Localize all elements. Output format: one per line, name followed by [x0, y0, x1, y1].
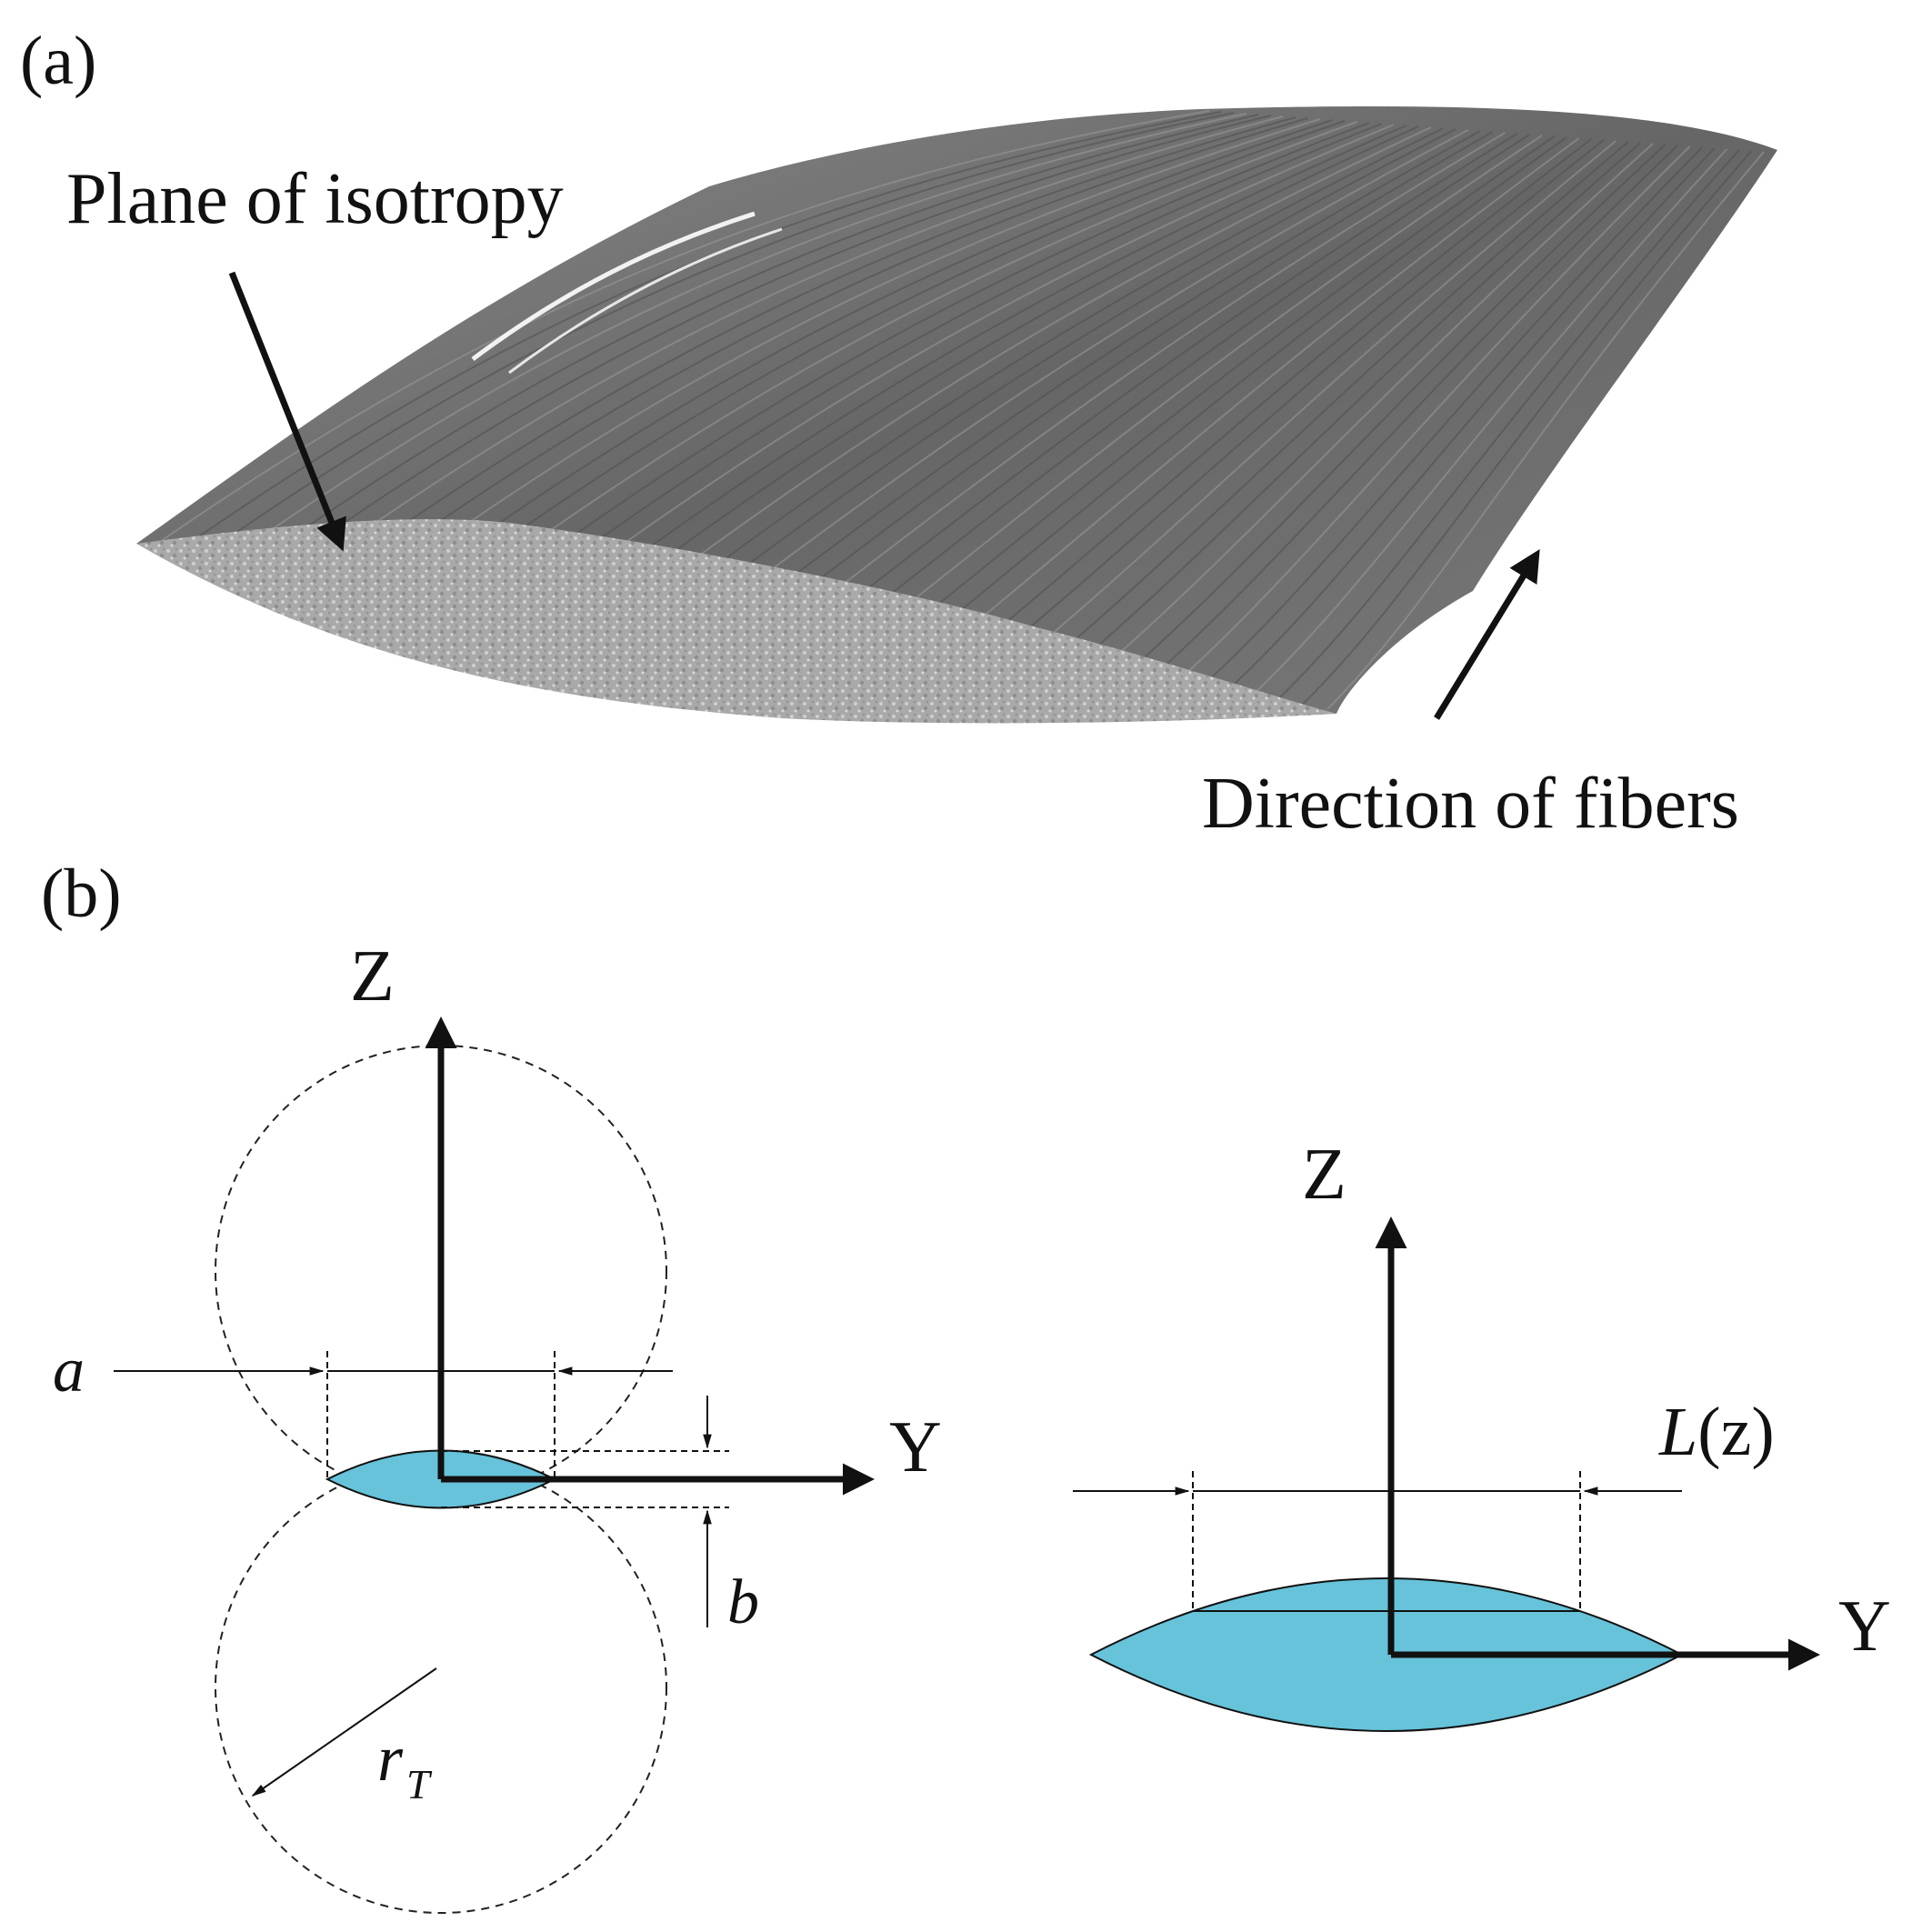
fiber-streak: [779, 132, 1506, 634]
fiber-streak: [1118, 144, 1667, 681]
cut-face: [136, 519, 1336, 724]
fiber-streak: [284, 115, 1272, 565]
fiber-streak: [440, 120, 1346, 586]
fiber-gap: [471, 211, 756, 362]
fiber-streak: [362, 117, 1308, 576]
fiber-streak: [596, 125, 1419, 608]
fiber-streak: [180, 111, 1222, 550]
left-z-axis-label: Z: [350, 936, 395, 1016]
fiber-streak: [753, 131, 1494, 630]
fiber-streak: [623, 126, 1432, 612]
fiber-streak: [1066, 142, 1642, 674]
left-schematic: a b rT Z Y: [53, 936, 942, 1914]
fiber-streak: [545, 124, 1395, 601]
fiber-streak: [1196, 146, 1703, 692]
b-label: b: [727, 1567, 759, 1637]
panel-b: (b) a b rT Z: [41, 856, 1891, 1914]
fiber-streak: [258, 114, 1259, 561]
fiber-streak: [884, 135, 1556, 648]
fiber-streak: [857, 135, 1543, 645]
fiber-streak: [466, 121, 1358, 590]
fiber-streak: [493, 122, 1370, 594]
fiber-streak: [649, 127, 1445, 616]
fiber-streak: [154, 110, 1210, 546]
panel-a: (a) Plane of isotropy Direction of fiber…: [20, 23, 1777, 844]
fiber-streak: [1040, 141, 1629, 670]
fiber-streak: [232, 113, 1246, 557]
fiber-streak: [1326, 151, 1765, 710]
r-radius-line: [251, 1667, 437, 1797]
fiber-streak: [1170, 145, 1691, 688]
fiber-gap: [508, 227, 783, 375]
fiber-streak: [1144, 145, 1678, 685]
fiber-streak: [415, 119, 1333, 583]
fiber-streak: [936, 137, 1580, 656]
fiber-streak: [1014, 140, 1617, 666]
direction-of-fibers-label: Direction of fibers: [1202, 764, 1739, 844]
left-y-axis-label: Y: [889, 1407, 942, 1487]
fiber-streak: [806, 133, 1518, 637]
lower-circle: [215, 1461, 667, 1914]
fiber-streak: [831, 134, 1530, 641]
fiber-streak: [1248, 148, 1728, 699]
fiber-streak: [571, 125, 1407, 605]
r-label: rT: [377, 1722, 433, 1807]
right-z-axis-label: Z: [1302, 1135, 1346, 1215]
fiber-streak: [909, 136, 1567, 652]
panel-a-label: (a): [20, 23, 96, 99]
direction-arrow: [1434, 549, 1540, 720]
plane-of-isotropy-label: Plane of isotropy: [66, 159, 564, 239]
l-label: L(z): [1658, 1394, 1775, 1470]
fiber-streak: [205, 112, 1235, 554]
plane-arrow: [228, 271, 346, 552]
panel-b-label: (b): [41, 856, 122, 932]
fiber-streak: [727, 130, 1481, 626]
right-schematic: L(z) Z Y: [1073, 1135, 1891, 1732]
fiber-streak: [1222, 147, 1716, 696]
fiber-streak: [1274, 149, 1740, 703]
fiber-streak: [336, 116, 1296, 572]
fiber-streak: [310, 115, 1284, 568]
fiber-streak: [518, 123, 1383, 597]
fiber-streak: [675, 128, 1457, 619]
fiber-streak: [962, 138, 1592, 659]
a-label: a: [53, 1336, 85, 1406]
fiber-streak: [388, 118, 1321, 579]
fiber-streak: [987, 139, 1605, 663]
fiber-streak: [1300, 150, 1753, 706]
fiber-streak: [1092, 143, 1654, 677]
right-y-axis-label: Y: [1838, 1587, 1891, 1667]
fiber-lines: [154, 110, 1765, 710]
fiber-streak: [701, 129, 1469, 623]
